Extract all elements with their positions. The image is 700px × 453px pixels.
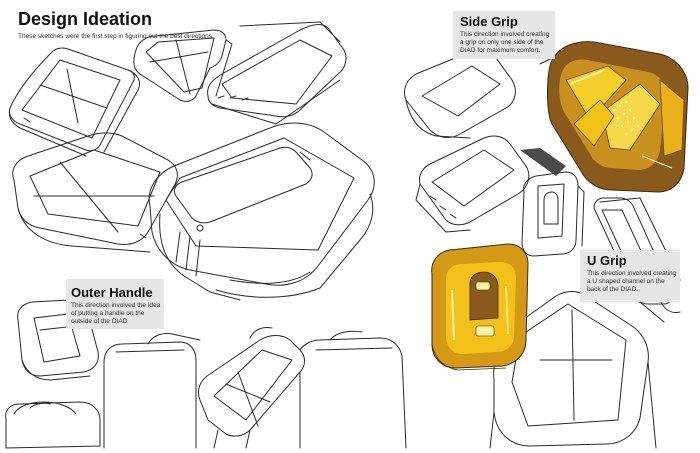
side-grip-label-panel — [453, 11, 555, 59]
outer-handle-description: This direction involved the idea of putt… — [71, 302, 161, 325]
sketch-device-top-left — [8, 47, 141, 157]
sketch-side-grip-tablet — [415, 135, 530, 233]
outer-handle-label-panel — [66, 279, 164, 329]
sketch-strap-device-bottom — [197, 327, 407, 449]
sketch-large-device-center — [148, 122, 375, 301]
u-grip-title: U Grip — [587, 253, 627, 268]
sketch-u-device-small — [521, 171, 585, 257]
page-title: Design Ideation — [18, 9, 153, 29]
side-grip-description: This direction involved creating a grip … — [460, 31, 550, 54]
sketch-outer-handle-devices — [5, 299, 201, 449]
u-grip-label-panel — [580, 250, 680, 302]
marker-rendering-u-grip — [431, 243, 529, 371]
outer-handle-title: Outer Handle — [71, 285, 153, 300]
page-subtitle: These sketches were the first step in fi… — [18, 33, 214, 40]
u-grip-description: This direction involved creating a U sha… — [587, 270, 677, 293]
side-grip-title: Side Grip — [460, 14, 518, 29]
sketch-long-device-top — [207, 21, 347, 125]
sketch-tablet-top-center — [133, 29, 233, 102]
marker-rendering-side-grip — [520, 41, 689, 193]
